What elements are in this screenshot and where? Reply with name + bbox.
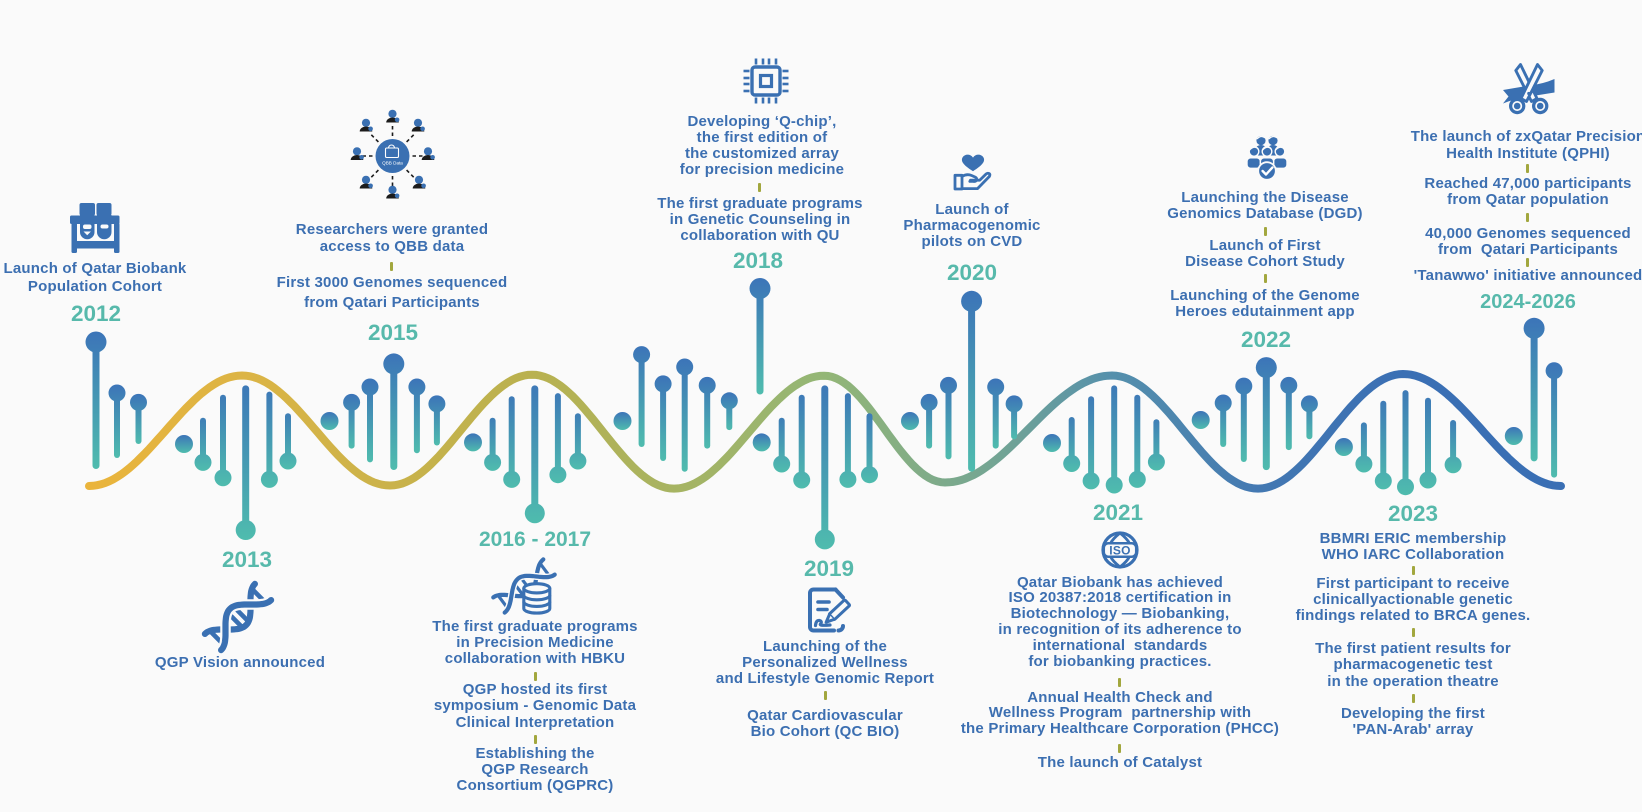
svg-text:ISO: ISO bbox=[1109, 544, 1131, 558]
svg-text:QBB Data: QBB Data bbox=[382, 161, 403, 166]
